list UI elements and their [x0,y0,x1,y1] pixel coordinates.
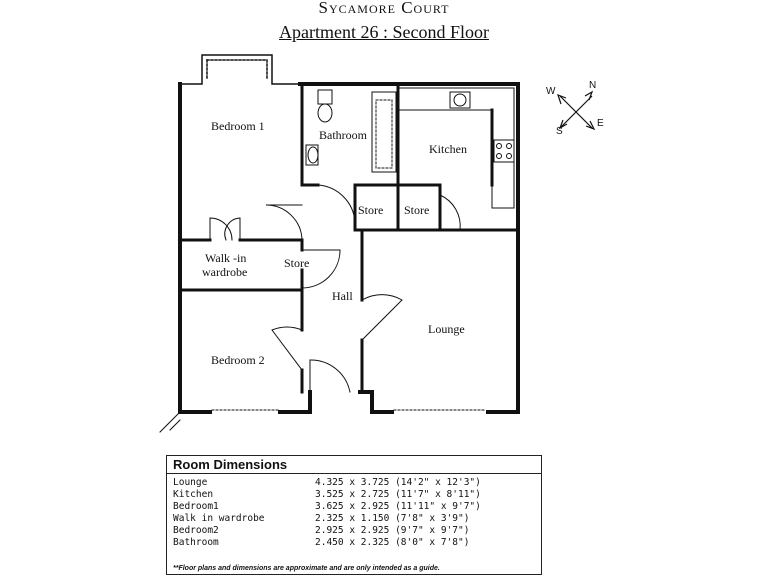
dimension-size: 2.925 x 2.925 (9'7" x 9'7") [315,525,470,536]
dimension-size: 3.625 x 2.925 (11'11" x 9'7") [315,501,481,512]
bathroom-fixtures [305,89,397,173]
dimension-row: Lounge 4.325 x 3.725 (14'2" x 12'3") [173,477,541,489]
room-label-bedroom2: Bedroom 2 [211,353,265,367]
dimension-room: Walk in wardrobe [173,513,265,524]
windows [211,83,513,411]
room-label-lounge: Lounge [428,322,465,336]
compass-w: W [546,86,556,97]
disclaimer-note: **Floor plans and dimensions are approxi… [173,565,440,572]
room-dimensions-heading: Room Dimensions [167,456,541,474]
room-label-bedroom1: Bedroom 1 [211,119,265,133]
dimension-room: Lounge [173,477,208,488]
dimension-size: 2.325 x 1.150 (7'8" x 3'9") [315,513,470,524]
room-label-hall: Hall [332,289,353,303]
dimension-size: 2.450 x 2.325 (8'0" x 7'8") [315,537,470,548]
room-label-walkin-line2: wardrobe [202,265,247,279]
building-title: Sycamore Court [318,0,450,17]
compass-n: N [589,80,596,91]
apartment-subtitle: Apartment 26 : Second Floor [279,22,489,42]
room-label-bathroom: Bathroom [319,128,368,142]
room-label-walkin-line1: Walk -in [205,251,246,265]
kitchen-units [399,87,515,209]
dimension-row: Walk in wardrobe 2.325 x 1.150 (7'8" x 3… [173,513,541,525]
room-label-store-right: Store [404,203,429,217]
compass-s: S [556,126,563,137]
compass-rose-icon [557,90,596,131]
dimension-row: Bathroom 2.450 x 2.325 (8'0" x 7'8") [173,537,541,549]
dimension-size: 3.525 x 2.725 (11'7" x 8'11") [315,489,481,500]
dimension-row: Bedroom1 3.625 x 2.925 (11'11" x 9'7") [173,501,541,513]
room-label-store-hall: Store [284,256,309,270]
dimension-row: Kitchen 3.525 x 2.725 (11'7" x 8'11") [173,489,541,501]
door-swings [159,184,461,433]
room-dimensions-table: Room Dimensions Lounge 4.325 x 3.725 (14… [166,455,542,575]
dimension-row: Bedroom2 2.925 x 2.925 (9'7" x 9'7") [173,525,541,537]
dimension-room: Bedroom2 [173,525,219,536]
compass-e: E [597,118,604,129]
dimension-size: 4.325 x 3.725 (14'2" x 12'3") [315,477,481,488]
floor-plan: N W E S Bedroom 1 Bathroom Kitchen Store… [159,54,604,433]
dimension-room: Kitchen [173,489,214,500]
dimension-room: Bedroom1 [173,501,219,512]
bay-window [179,54,301,85]
room-label-kitchen: Kitchen [429,142,467,156]
dimension-room: Bathroom [173,537,219,548]
room-label-store-left: Store [358,203,383,217]
